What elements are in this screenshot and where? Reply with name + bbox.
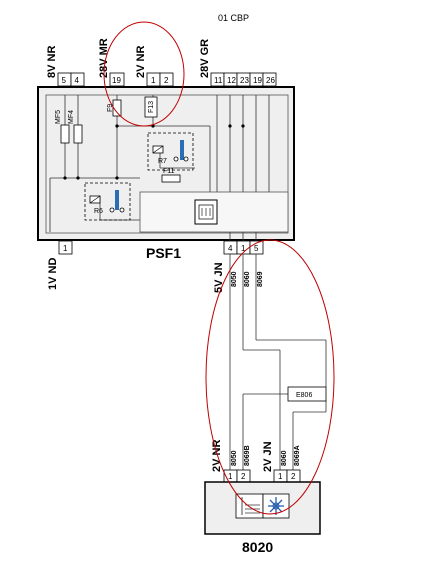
svg-text:2V JN: 2V JN xyxy=(262,441,274,472)
splice-e806: E806 xyxy=(287,386,327,402)
diagram-title: 01 CBP xyxy=(218,13,249,23)
svg-text:2V NR: 2V NR xyxy=(135,46,147,78)
svg-text:5V JN: 5V JN xyxy=(213,262,225,293)
svg-text:5: 5 xyxy=(62,76,67,85)
svg-text:8060: 8060 xyxy=(281,450,288,466)
svg-text:8060: 8060 xyxy=(244,271,251,287)
svg-text:MF5: MF5 xyxy=(55,110,62,124)
psf1-label: PSF1 xyxy=(146,245,181,261)
svg-text:2: 2 xyxy=(164,76,169,85)
svg-text:8050: 8050 xyxy=(231,450,238,466)
svg-text:8069B: 8069B xyxy=(244,445,251,466)
svg-text:8050: 8050 xyxy=(231,271,238,287)
svg-text:1: 1 xyxy=(151,76,156,85)
svg-text:23: 23 xyxy=(240,76,249,85)
fuse-mf5: MF5 xyxy=(55,110,70,144)
svg-text:5: 5 xyxy=(254,244,259,253)
svg-text:19: 19 xyxy=(112,76,121,85)
svg-text:1V ND: 1V ND xyxy=(47,258,59,290)
svg-text:11: 11 xyxy=(214,76,223,85)
relay-r7: R7 xyxy=(147,132,194,171)
svg-text:R6: R6 xyxy=(94,208,103,215)
wire-labels-top: 8050 8060 8069 xyxy=(231,271,264,287)
harness-wires xyxy=(229,254,327,470)
svg-text:F9: F9 xyxy=(107,104,114,112)
junction-dots xyxy=(63,124,245,180)
svg-text:1: 1 xyxy=(63,244,68,253)
svg-text:MF4: MF4 xyxy=(68,110,75,124)
svg-text:26: 26 xyxy=(266,76,275,85)
connector-2v-nr: 2V NR 1 2 xyxy=(135,46,174,87)
highlight-ellipse-fuse xyxy=(103,21,185,127)
svg-text:19: 19 xyxy=(253,76,262,85)
svg-text:8V NR: 8V NR xyxy=(46,46,58,78)
svg-text:4: 4 xyxy=(75,76,80,85)
fuse-mf4: MF4 xyxy=(68,110,83,144)
svg-text:1: 1 xyxy=(241,244,246,253)
svg-text:2: 2 xyxy=(291,472,296,481)
connector-8020-2v-jn: 2V JN 1 2 xyxy=(262,441,301,483)
svg-text:8069: 8069 xyxy=(257,271,264,287)
svg-text:28V MR: 28V MR xyxy=(98,38,110,78)
controller-icon xyxy=(194,199,218,225)
svg-text:4: 4 xyxy=(228,244,233,253)
psf1-inner-panel xyxy=(45,94,289,234)
svg-text:12: 12 xyxy=(227,76,236,85)
fuse-f13: F13 xyxy=(144,96,158,118)
fuse-f9: F9 xyxy=(107,99,122,117)
psf1-internal-wiring xyxy=(49,95,270,241)
svg-text:E806: E806 xyxy=(296,392,312,399)
svg-text:1: 1 xyxy=(228,472,233,481)
svg-text:2: 2 xyxy=(241,472,246,481)
wire-labels-bottom: 8050 8069B 8060 8069A xyxy=(231,445,301,466)
svg-text:28V GR: 28V GR xyxy=(199,39,211,78)
svg-text:F11: F11 xyxy=(163,168,175,175)
connector-1v-nd: 1 1V ND xyxy=(47,240,73,290)
fuse-f11: F11 xyxy=(161,168,181,183)
svg-text:R7: R7 xyxy=(158,158,167,165)
svg-text:1: 1 xyxy=(278,472,283,481)
snowflake-icon xyxy=(262,493,290,519)
relay-r6: R6 xyxy=(84,182,131,221)
connector-28v-gr: 28V GR 11 12 23 19 26 xyxy=(199,39,277,87)
connector-28v-mr: 28V MR 19 xyxy=(98,38,125,87)
connector-8v-nr: 8V NR 5 4 xyxy=(46,46,85,87)
highlight-ellipse-harness xyxy=(205,239,335,515)
svg-text:F13: F13 xyxy=(148,101,155,113)
connector-5v-jn: 4 1 5 5V JN xyxy=(213,240,264,293)
svg-text:8069A: 8069A xyxy=(294,445,301,466)
component-8020-label: 8020 xyxy=(242,539,273,555)
